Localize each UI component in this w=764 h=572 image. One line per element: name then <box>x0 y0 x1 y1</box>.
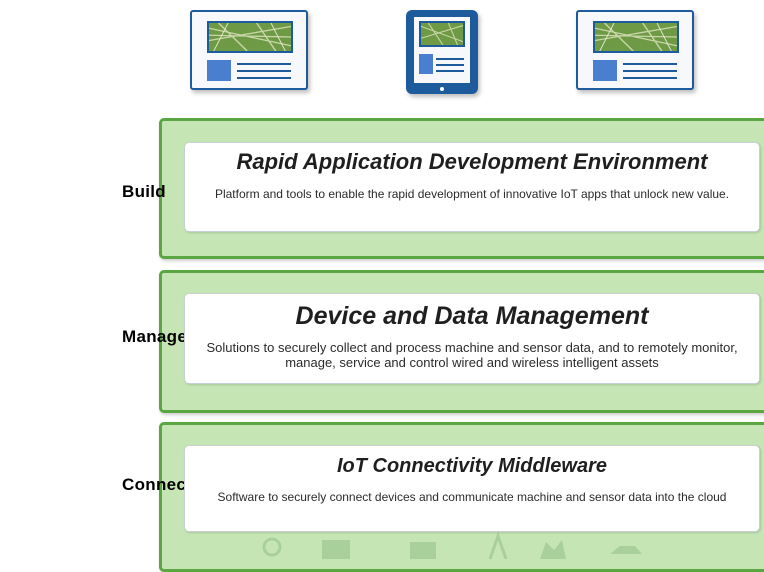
text-line <box>237 70 291 72</box>
map-thumbnail <box>207 21 293 53</box>
map-thumbnail <box>419 21 465 47</box>
tablet-icon <box>406 10 478 94</box>
connect-title: IoT Connectivity Middleware <box>336 455 608 477</box>
desktop-monitor-icon-right <box>576 10 694 90</box>
map-thumbnail <box>593 21 679 53</box>
vehicle-icon <box>610 546 642 554</box>
machine-icon <box>540 540 566 559</box>
text-line <box>237 63 291 65</box>
text-line <box>623 70 677 72</box>
build-card: Rapid Application Development Environmen… <box>184 142 760 232</box>
text-line <box>436 70 464 72</box>
text-line <box>436 58 464 60</box>
tower-icon <box>488 531 508 559</box>
manage-card: Device and Data Management Solutions to … <box>184 293 760 384</box>
connect-label: Connect <box>122 475 193 494</box>
device-icon <box>410 542 436 559</box>
text-line <box>436 64 464 66</box>
text-line <box>623 63 677 65</box>
text-line <box>623 77 677 79</box>
home-button-icon <box>440 87 444 91</box>
text-line <box>237 77 291 79</box>
faded-device-icons <box>262 531 642 559</box>
connect-description: Software to securely connect devices and… <box>217 490 727 504</box>
server-icon <box>322 540 350 559</box>
sensor-icon <box>262 537 282 557</box>
connect-card: IoT Connectivity Middleware Software to … <box>184 445 760 532</box>
build-title: Rapid Application Development Environmen… <box>236 149 708 174</box>
manage-description: Solutions to securely collect and proces… <box>206 340 738 370</box>
image-block <box>419 54 433 74</box>
build-description: Platform and tools to enable the rapid d… <box>214 187 730 201</box>
manage-label: Manage <box>122 327 188 346</box>
build-label: Build <box>122 182 166 201</box>
image-block <box>207 60 231 81</box>
manage-title: Device and Data Management <box>295 302 649 330</box>
desktop-monitor-icon-left <box>190 10 308 90</box>
image-block <box>593 60 617 81</box>
